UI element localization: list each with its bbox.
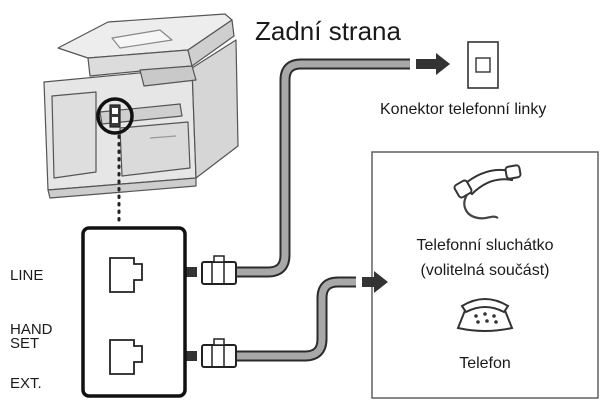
wall-jack-icon bbox=[467, 41, 499, 89]
device-box bbox=[371, 151, 599, 399]
printer-icon bbox=[43, 13, 239, 199]
port-label-handset-line1: HAND bbox=[10, 321, 53, 338]
port-label-line: LINE bbox=[10, 267, 43, 284]
arrow-right-icon bbox=[362, 271, 388, 293]
line-cable bbox=[236, 58, 410, 278]
port-label-ext: EXT. bbox=[10, 375, 42, 392]
handset-cable bbox=[236, 276, 356, 362]
phone-handset-icon bbox=[453, 164, 522, 220]
wall-jack-label: Konektor telefonní linky bbox=[380, 101, 546, 118]
rj11-port-icon bbox=[109, 257, 143, 293]
rj11-port-icon bbox=[109, 339, 143, 375]
rj11-plug-icon bbox=[201, 255, 237, 285]
rj11-plug-icon bbox=[201, 338, 237, 368]
diagram-title: Zadní strana bbox=[255, 16, 402, 46]
port-panel bbox=[81, 226, 187, 398]
telephone-icon bbox=[456, 298, 514, 332]
port-label-handset-line2: SET bbox=[10, 335, 39, 352]
arrow-right-icon bbox=[416, 53, 450, 75]
port-highlight-circle bbox=[96, 97, 134, 135]
device-handset-label-line2: (volitelná součást) bbox=[421, 262, 550, 279]
device-telephone-label: Telefon bbox=[459, 355, 511, 372]
device-handset-label-line1: Telefonní sluchátko bbox=[417, 237, 554, 254]
